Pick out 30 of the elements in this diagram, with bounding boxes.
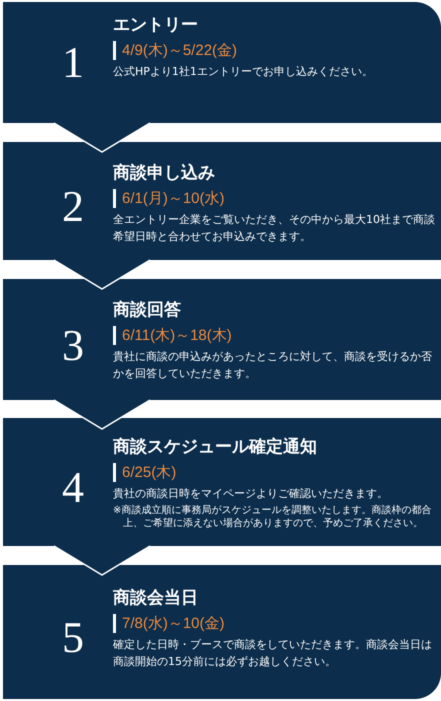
step-panel: [3, 279, 441, 400]
footnote: ※商談成立順に事務局がスケジュールを調整いたします。商談枠の都合上、ご希望に添えない場合がありますので、予めご了承ください。: [113, 504, 432, 530]
step-panel: [3, 142, 441, 260]
step-panel: [3, 418, 441, 546]
step-number: 4: [61, 466, 85, 510]
chevron-arrow: [53, 544, 151, 576]
description: 貴社の商談日時をマイページよりご確認いただきます。: [113, 486, 388, 502]
description: 貴社に商談の申込みがあったところに対して、商談を受けるか否かを回答していただきます。: [113, 349, 433, 382]
step-title: 商談回答: [113, 299, 181, 321]
description: 全エントリー企業をご覧いただき、その中から最大10社まで商談希望日時と合わせてお申込みできます。: [113, 212, 435, 245]
chevron-arrow: [53, 258, 151, 290]
date-range: 6/1(月)～10(水): [113, 189, 225, 208]
date-range: 6/25(木): [113, 463, 176, 482]
date-range: 4/9(木)～5/22(金): [113, 41, 238, 60]
step-panel: [3, 2, 441, 123]
step-title: 商談会当日: [113, 587, 198, 609]
description: 公式HPより1社1エントリーでお申し込みください。: [113, 64, 373, 80]
step-number: 3: [61, 324, 85, 368]
date-range: 6/11(木)～18(木): [113, 326, 232, 345]
step-number: 2: [61, 185, 85, 229]
step-number: 5: [61, 616, 85, 660]
step-number: 1: [61, 40, 85, 84]
date-range: 7/8(水)～10(金): [113, 614, 225, 633]
step-title: 商談スケジュール確定通知: [113, 436, 317, 458]
chevron-arrow: [53, 122, 151, 153]
step-panel: [3, 565, 441, 699]
description: 確定した日時・ブースで商談をしていただきます。商談会当日は商談開始の15分前には必ずお越しください。: [113, 637, 433, 670]
step-title: エントリー: [113, 14, 198, 36]
chevron-arrow: [53, 398, 151, 430]
step-title: 商談申し込み: [113, 162, 215, 184]
